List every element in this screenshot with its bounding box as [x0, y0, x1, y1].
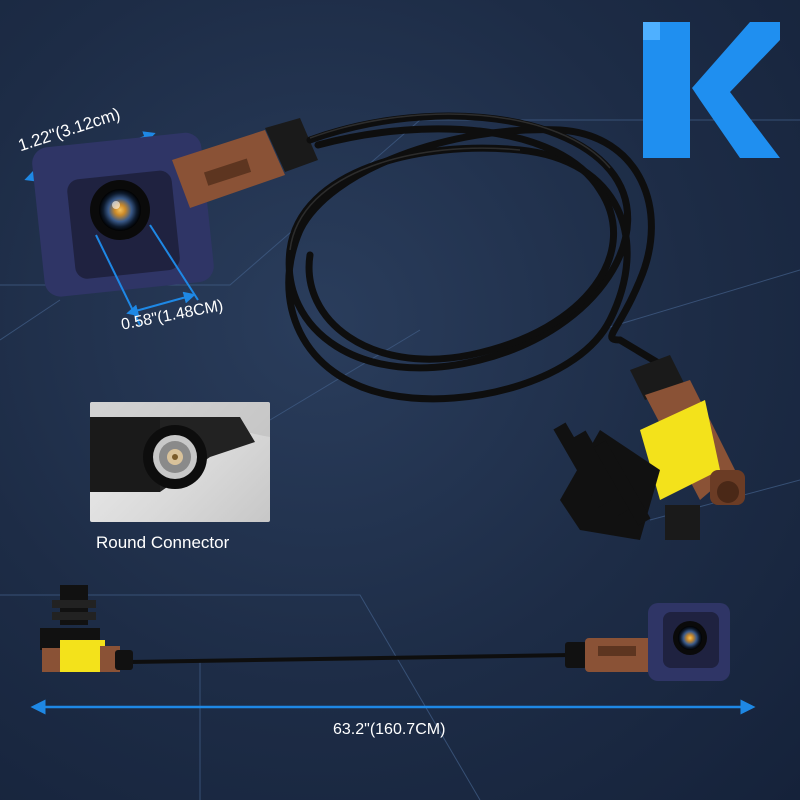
straight-cable-assembly	[40, 585, 730, 681]
bottom-left-connector	[40, 585, 133, 672]
cable-length-label: 63.2"(160.7CM)	[333, 721, 446, 738]
cable-highlights	[289, 113, 611, 251]
lens-width-guides	[95, 224, 199, 326]
connector-right	[553, 355, 745, 540]
round-connector-photo	[90, 402, 270, 492]
camera-connector-top	[172, 118, 318, 208]
round-connector-caption: Round Connector	[96, 533, 230, 552]
bottom-right-connector	[565, 638, 660, 672]
coiled-cable	[285, 112, 674, 403]
round-connector-inset	[90, 402, 270, 522]
camera-bottom	[648, 603, 730, 681]
brand-k-logo	[643, 22, 780, 158]
camera-top	[32, 132, 214, 297]
